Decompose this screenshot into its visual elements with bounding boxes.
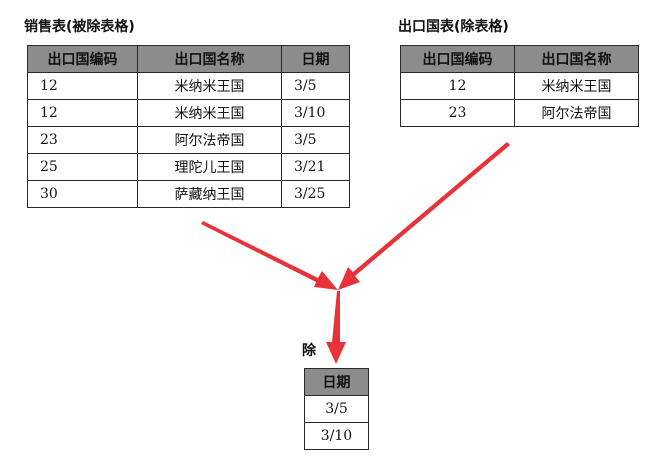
column-header-date: 日期 (304, 368, 369, 396)
cell-export-code: 12 (400, 72, 515, 100)
table-row: 30 萨藏纳王国 3/25 (27, 180, 350, 208)
sales-table: 出口国编码 出口国名称 日期 12 米纳米王国 3/5 12 米纳米王国 3/1… (27, 45, 350, 208)
cell-export-name: 米纳米王国 (514, 72, 639, 100)
cell-export-name: 米纳米王国 (137, 99, 282, 127)
cell-export-name: 阿尔法帝国 (514, 99, 639, 127)
cell-date: 3/5 (281, 126, 350, 154)
cell-export-code: 12 (27, 72, 138, 100)
column-header-export-name: 出口国名称 (514, 45, 639, 73)
cell-date: 3/25 (281, 180, 350, 208)
cell-export-code: 23 (400, 99, 515, 127)
table-row: 3/10 (304, 422, 369, 450)
cell-date: 3/10 (304, 422, 369, 450)
table-row: 23 阿尔法帝国 3/5 (27, 126, 350, 154)
column-header-export-code: 出口国编码 (27, 45, 138, 73)
column-header-export-code: 出口国编码 (400, 45, 515, 73)
operation-label: 除 (302, 343, 316, 359)
cell-export-code: 12 (27, 99, 138, 127)
arrow-from-export-table (338, 142, 510, 290)
cell-export-name: 米纳米王国 (137, 72, 282, 100)
export-table-caption: 出口国表(除表格) (398, 19, 509, 35)
export-table: 出口国编码 出口国名称 12 米纳米王国 23 阿尔法帝国 (400, 45, 639, 127)
table-header-row: 日期 (304, 368, 369, 396)
cell-export-name: 阿尔法帝国 (137, 126, 282, 154)
table-row: 12 米纳米王国 3/5 (27, 72, 350, 100)
table-header-row: 出口国编码 出口国名称 (400, 45, 639, 73)
table-row: 12 米纳米王国 3/10 (27, 99, 350, 127)
arrow-to-result (326, 291, 346, 364)
cell-export-code: 23 (27, 126, 138, 154)
table-header-row: 出口国编码 出口国名称 日期 (27, 45, 350, 73)
cell-export-code: 30 (27, 180, 138, 208)
arrow-from-sales-table (201, 221, 338, 290)
table-row: 3/5 (304, 395, 369, 423)
table-row: 23 阿尔法帝国 (400, 99, 639, 127)
result-table: 日期 3/5 3/10 (304, 368, 369, 450)
column-header-export-name: 出口国名称 (137, 45, 282, 73)
cell-date: 3/5 (281, 72, 350, 100)
table-row: 12 米纳米王国 (400, 72, 639, 100)
column-header-date: 日期 (281, 45, 350, 73)
sales-table-caption: 销售表(被除表格) (24, 19, 135, 35)
cell-date: 3/5 (304, 395, 369, 423)
cell-date: 3/10 (281, 99, 350, 127)
table-row: 25 理陀儿王国 3/21 (27, 153, 350, 181)
cell-date: 3/21 (281, 153, 350, 181)
cell-export-name: 理陀儿王国 (137, 153, 282, 181)
cell-export-code: 25 (27, 153, 138, 181)
cell-export-name: 萨藏纳王国 (137, 180, 282, 208)
